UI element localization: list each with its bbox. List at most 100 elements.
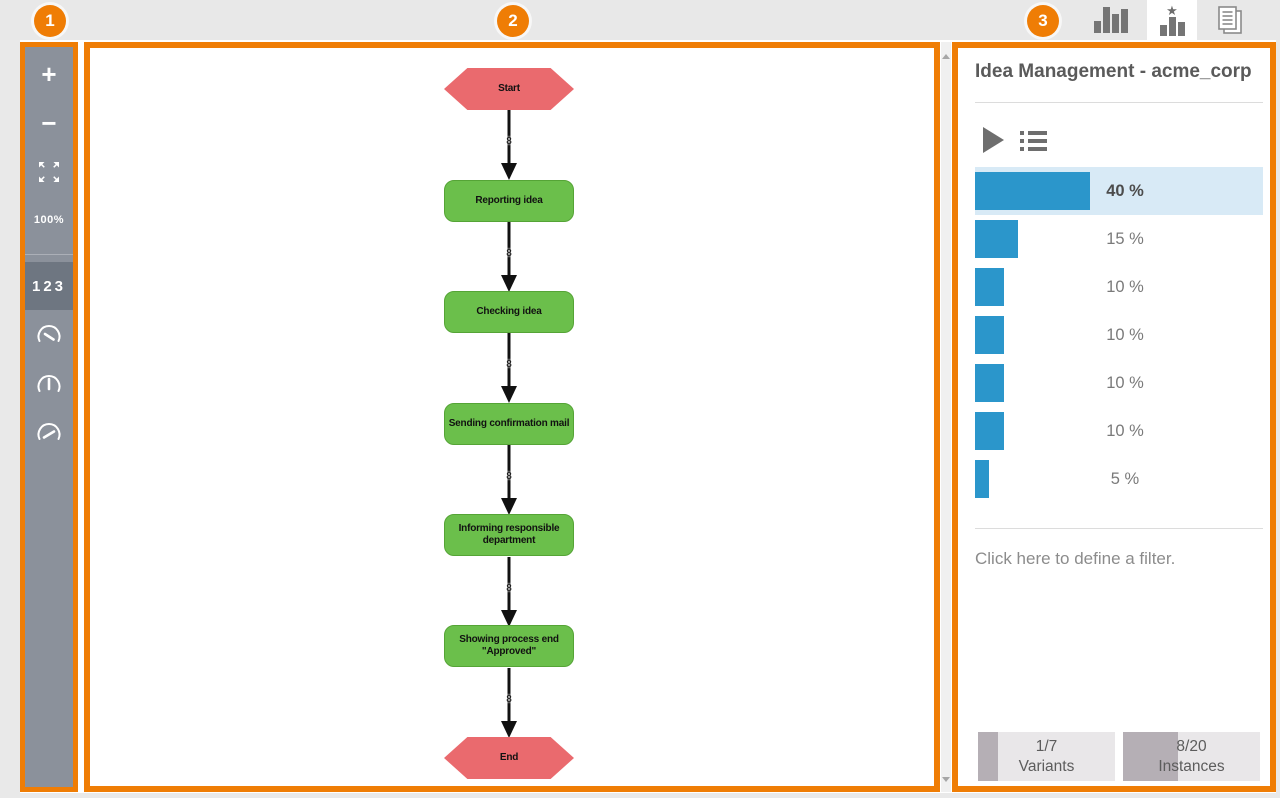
flow-edge[interactable]: 8 — [498, 222, 520, 292]
edge-line — [507, 445, 511, 502]
edge-line — [507, 110, 511, 167]
flow-node-showing-process-end-approved[interactable]: Showing process end "Approved" — [444, 625, 574, 667]
chart-view-button[interactable] — [1088, 0, 1134, 40]
variant-percent-label: 40 % — [1106, 181, 1144, 200]
zoom-out-button[interactable]: − — [41, 107, 57, 138]
variant-row[interactable]: 10 % — [975, 311, 1263, 359]
canvas-toolbar: + − 100% 123 — [25, 47, 73, 787]
kpi-gauge-fast-button[interactable] — [25, 420, 73, 446]
variant-percent-label: 10 % — [1106, 373, 1144, 392]
arrowhead-icon — [501, 498, 517, 515]
annotation-marker-2: 2 — [497, 5, 529, 37]
variant-frequency-chart: 40 % 15 % 10 % 10 % 10 % 10 % — [975, 167, 1263, 503]
flow-node-sending-confirmation-mail[interactable]: Sending confirmation mail — [444, 403, 574, 445]
flow-node-end[interactable]: End — [444, 737, 574, 779]
edge-line — [507, 333, 511, 390]
arrowhead-icon — [501, 610, 517, 627]
variant-bar — [975, 220, 1019, 258]
variant-percent-label: 10 % — [1106, 277, 1144, 296]
define-filter-link[interactable]: Click here to define a filter. — [975, 549, 1176, 568]
variant-list-button[interactable] — [1020, 131, 1047, 151]
flow-node-reporting-idea[interactable]: Reporting idea — [444, 180, 574, 222]
variants-view-button[interactable]: ★ — [1149, 0, 1195, 40]
star-icon: ★ — [1166, 2, 1178, 18]
edge-frequency-label: 8 — [506, 248, 512, 259]
kpi-gauge-medium-button[interactable] — [25, 372, 73, 398]
annotation-marker-1: 1 — [34, 5, 66, 37]
instances-stat-box: 8/20 Instances — [1123, 732, 1260, 781]
expand-icon — [39, 162, 59, 182]
flow-edge[interactable]: 8 — [498, 333, 520, 403]
panel-divider — [975, 102, 1263, 103]
instances-stat-value: 8/20 — [1176, 738, 1207, 756]
variant-row[interactable]: 5 % — [975, 455, 1263, 503]
zoom-level-button[interactable]: 100% — [33, 214, 65, 226]
flow-edge[interactable]: 8 — [498, 110, 520, 180]
variant-bar — [975, 460, 990, 498]
annotation-marker-3: 3 — [1027, 5, 1059, 37]
variant-percent-label: 10 % — [1106, 421, 1144, 440]
edge-frequency-label: 8 — [506, 359, 512, 370]
scroll-up-icon[interactable] — [942, 54, 950, 59]
arrowhead-icon — [501, 163, 517, 180]
arrowhead-icon — [501, 275, 517, 292]
flow-edge[interactable]: 8 — [498, 668, 520, 738]
instances-stat-label: Instances — [1158, 757, 1225, 775]
panel-title: Idea Management - acme_corp — [975, 61, 1252, 82]
panel-divider — [975, 528, 1263, 529]
variant-bar — [975, 268, 1004, 306]
edge-frequency-label: 8 — [506, 471, 512, 482]
gauge-needle-upright-icon — [37, 423, 61, 440]
zoom-in-button[interactable]: + — [41, 58, 57, 89]
flow-edge[interactable]: 8 — [498, 557, 520, 627]
variant-bar — [975, 172, 1091, 210]
frequency-numbers-toggle[interactable]: 123 — [25, 262, 73, 310]
stat-fill — [1123, 732, 1178, 781]
toolbar-annotation-frame: + − 100% 123 — [20, 42, 78, 792]
fit-to-screen-button[interactable] — [25, 158, 73, 186]
vertical-scrollbar[interactable] — [941, 42, 951, 792]
flow-node-start[interactable]: Start — [444, 68, 574, 110]
bar-chart-icon — [1094, 7, 1128, 33]
flow-node-informing-responsible-department[interactable]: Informing responsible department — [444, 514, 574, 556]
variant-percent-label: 5 % — [1110, 469, 1140, 488]
gauge-needle-downright-icon — [37, 325, 61, 342]
document-view-button[interactable] — [1207, 0, 1253, 40]
variant-row[interactable]: 10 % — [975, 407, 1263, 455]
scroll-down-icon[interactable] — [942, 777, 950, 782]
variants-stat-value: 1/7 — [1035, 738, 1058, 756]
top-bar: ★ — [0, 0, 1280, 42]
toolbar-divider — [25, 254, 73, 255]
star-bars-icon: ★ — [1159, 2, 1185, 36]
edge-frequency-label: 8 — [506, 583, 512, 594]
variants-stat-box: 1/7 Variants — [978, 732, 1115, 781]
edge-line — [507, 668, 511, 725]
variant-percent-label: 15 % — [1106, 229, 1144, 248]
variant-row[interactable]: 15 % — [975, 215, 1263, 263]
play-animation-button[interactable] — [983, 127, 1004, 153]
documents-icon — [1218, 6, 1242, 34]
process-canvas[interactable]: Start 8 Reporting idea 8 Checking idea 8… — [90, 48, 934, 786]
gauge-needle-up-icon — [37, 375, 61, 392]
variant-percent-label: 10 % — [1106, 325, 1144, 344]
variant-row[interactable]: 10 % — [975, 263, 1263, 311]
variant-row[interactable]: 40 % — [975, 167, 1263, 215]
process-canvas-frame: Start 8 Reporting idea 8 Checking idea 8… — [84, 42, 940, 792]
variant-bar — [975, 364, 1004, 402]
arrowhead-icon — [501, 721, 517, 738]
flow-node-checking-idea[interactable]: Checking idea — [444, 291, 574, 333]
variant-bar — [975, 412, 1004, 450]
variant-explorer-panel: Idea Management - acme_corp 40 % 15 % 10… — [958, 48, 1270, 786]
stat-fill — [978, 732, 998, 781]
edge-frequency-label: 8 — [506, 136, 512, 147]
variants-stat-label: Variants — [1018, 757, 1075, 775]
variant-row[interactable]: 10 % — [975, 359, 1263, 407]
arrowhead-icon — [501, 386, 517, 403]
edge-line — [507, 557, 511, 614]
variant-bar — [975, 316, 1004, 354]
variant-panel-frame: Idea Management - acme_corp 40 % 15 % 10… — [952, 42, 1276, 792]
flow-edge[interactable]: 8 — [498, 445, 520, 515]
edge-line — [507, 222, 511, 279]
kpi-gauge-slow-button[interactable] — [25, 322, 73, 348]
edge-frequency-label: 8 — [506, 694, 512, 705]
